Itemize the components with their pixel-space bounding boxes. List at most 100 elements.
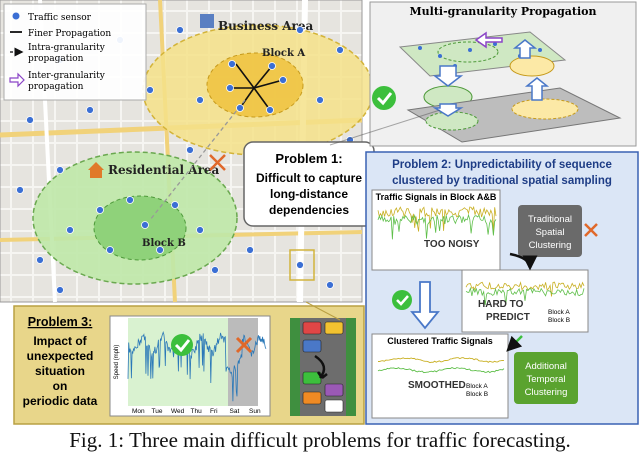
traffic-sensor <box>36 256 44 264</box>
additional-line-2: Temporal <box>526 374 565 385</box>
traditional-clustering-box <box>518 205 582 257</box>
traffic-sensor <box>268 62 276 70</box>
traffic-sensor <box>86 106 94 114</box>
chart3-label: SMOOTHED <box>408 380 466 391</box>
chart2-label-2: PREDICT <box>486 312 530 323</box>
traffic-sensor <box>236 104 244 112</box>
chart1 <box>371 189 501 271</box>
traffic-sensor <box>326 281 334 289</box>
residential-area-label: Residential Area <box>108 163 220 177</box>
zoom-region <box>289 249 315 281</box>
traffic-sensor <box>106 246 114 254</box>
traditional-cross-icon <box>584 223 598 237</box>
chart1-title: Traffic Signals in Block A&B <box>376 192 497 202</box>
problem2-check-icon <box>392 290 412 310</box>
problem3-cross-icon <box>235 336 253 354</box>
chart3-series-a <box>378 357 505 364</box>
legend: Traffic sensor Finer Propagation Intra-g… <box>3 3 147 101</box>
chart3-title: Clustered Traffic Signals <box>387 336 493 346</box>
car-icon <box>302 339 322 353</box>
day-label: Thu <box>191 408 203 415</box>
problem3-title: Problem 3: <box>28 315 93 329</box>
chart3-legend-a: Block A <box>466 383 488 390</box>
day-label: Mon <box>132 408 145 415</box>
swap-arrow-icon <box>314 354 328 379</box>
problem1-cross-icon <box>209 154 226 171</box>
block-b-label: Block B <box>142 238 186 249</box>
block-a-label: Block A <box>262 48 305 59</box>
traffic-sensor <box>26 116 34 124</box>
house-icon <box>88 162 104 178</box>
cars <box>302 321 344 413</box>
additional-line-1: Additional <box>525 361 567 372</box>
day-label: Sat <box>230 408 240 415</box>
weekly-ylabel: Speed (mph) <box>114 345 120 380</box>
traffic-sensor <box>211 266 219 274</box>
traffic-sensor <box>226 84 234 92</box>
car-icon <box>302 321 322 335</box>
problem1-line-1: Difficult to capture <box>256 171 362 185</box>
business-area-label: Business Area <box>218 19 313 33</box>
figure-caption: Fig. 1: Three main difficult problems fo… <box>69 428 571 452</box>
legend-item-sensor: Traffic sensor <box>28 13 92 23</box>
down-arrow-icon-2 <box>432 103 464 117</box>
chart1-series-a <box>377 205 497 232</box>
day-label: Tue <box>152 408 163 415</box>
traffic-sensor <box>156 246 164 254</box>
building-icon <box>200 14 214 28</box>
legend-item-finer: Finer Propagation <box>28 29 111 39</box>
map: Business Area Block A Residential Area B… <box>0 0 374 303</box>
traffic-sensor <box>56 286 64 294</box>
car-icon <box>324 383 344 397</box>
traffic-sensor <box>146 86 154 94</box>
traffic-sensor <box>66 226 74 234</box>
car-icon <box>324 321 344 335</box>
chart2-legend-a: Block A <box>548 309 570 316</box>
problem2-title: Problem 2: Unpredictability of sequence <box>392 159 612 171</box>
traffic-sensor <box>336 46 344 54</box>
propagation-check-icon <box>372 86 396 110</box>
block-a-region <box>206 52 304 118</box>
traffic-sensor <box>96 206 104 214</box>
down-arrow-icon <box>432 65 464 87</box>
traffic-sensor <box>196 226 204 234</box>
chart2-label-1: HARD TO <box>478 299 524 310</box>
traffic-sensor <box>56 166 64 174</box>
problem3-check-icon <box>171 334 193 356</box>
traffic-sensor <box>296 26 304 34</box>
traffic-sensor <box>266 106 274 114</box>
problem2-subtitle: clustered by traditional spatial samplin… <box>392 175 612 187</box>
traditional-line-2: Spatial <box>535 227 564 238</box>
traditional-line-3: Clustering <box>529 240 572 251</box>
problem1-line-3: dependencies <box>269 203 349 217</box>
traffic-sensor <box>16 186 24 194</box>
traffic-sensor <box>246 246 254 254</box>
problem3-line-3: situation <box>35 364 85 378</box>
curve-arrow-icon <box>509 252 538 271</box>
traffic-sensor <box>171 201 179 209</box>
problem3-panel: Problem 3: Impact of unexpected situatio… <box>13 301 365 425</box>
day-label: Sun <box>249 408 261 415</box>
day-label: Wed <box>171 408 185 415</box>
traffic-sensor <box>296 261 304 269</box>
problem3-line-2: unexpected <box>27 349 94 363</box>
inter-arrow-icon <box>9 72 25 88</box>
chart3-series-b <box>377 366 505 374</box>
chart2-series-b <box>465 286 585 306</box>
traffic-sensor <box>176 26 184 34</box>
problem1-title: Problem 1: <box>275 151 342 166</box>
traffic-sensor <box>196 96 204 104</box>
chart2-legend-b: Block B <box>548 317 570 324</box>
additional-clustering-box <box>514 352 578 404</box>
finer-propagation-star <box>230 63 284 111</box>
long-distance-link <box>149 99 246 221</box>
traditional-line-1: Traditional <box>528 214 572 225</box>
problem2-panel: Problem 2: Unpredictability of sequence … <box>365 151 639 425</box>
propagation-title: Multi-granularity Propagation <box>409 5 596 18</box>
clustering-down-arrow <box>410 281 440 330</box>
chart1-label: TOO NOISY <box>424 239 480 250</box>
traffic-sensor <box>126 196 134 204</box>
